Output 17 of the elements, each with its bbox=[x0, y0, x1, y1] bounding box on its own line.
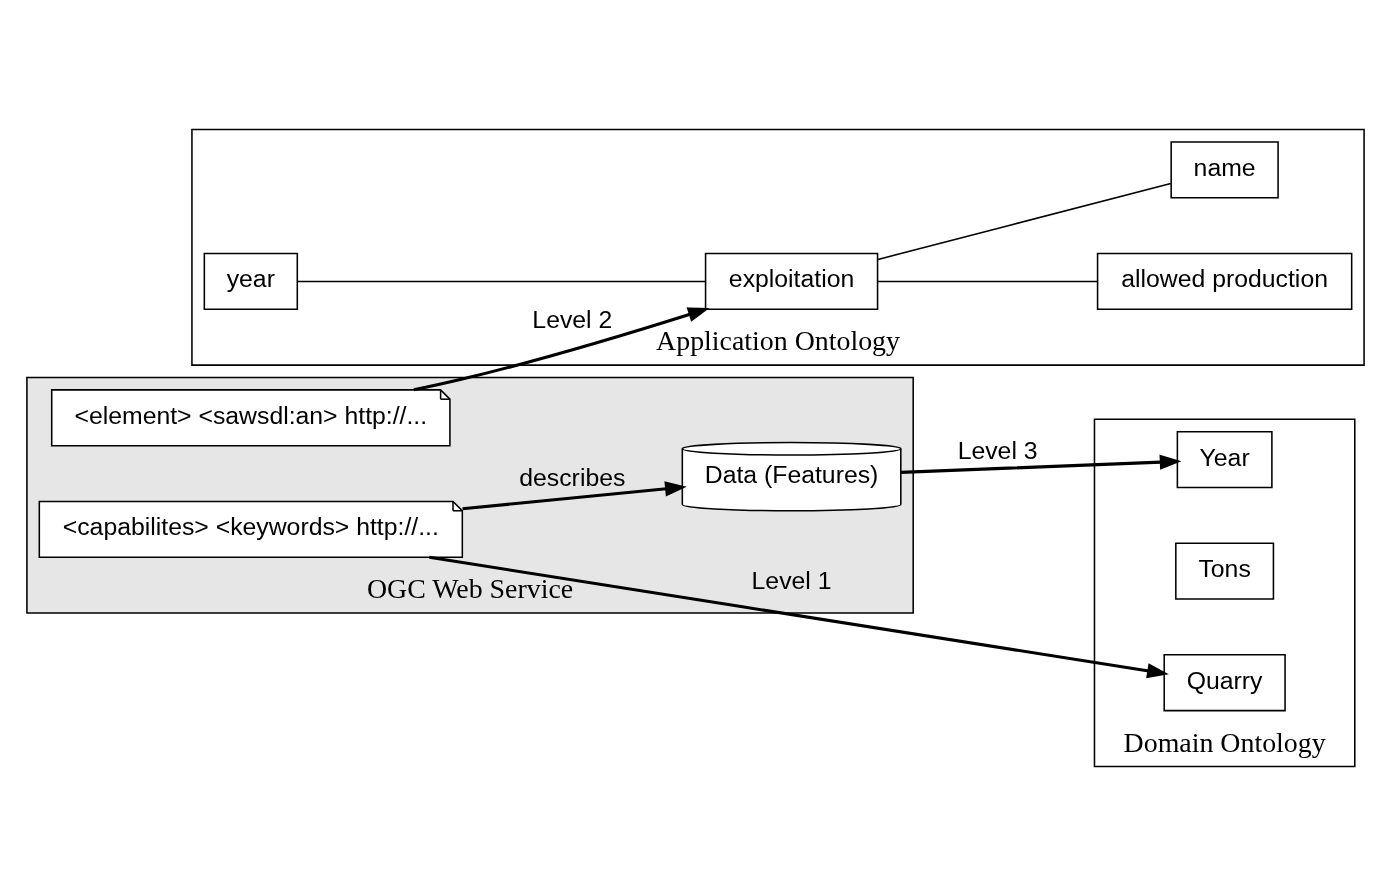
node-box: exploitation bbox=[704, 252, 879, 311]
edge-label: Level 3 bbox=[957, 437, 1038, 465]
node-box: Quarry bbox=[1163, 654, 1286, 712]
edge-label: describes bbox=[519, 463, 626, 491]
node-box: name bbox=[1170, 141, 1279, 199]
edge-label: Level 1 bbox=[751, 567, 832, 595]
connector bbox=[877, 280, 1099, 283]
arrow bbox=[462, 481, 687, 511]
node-box: allowed production bbox=[1096, 252, 1353, 311]
node-box: Year bbox=[1176, 430, 1273, 489]
node-box: Tons bbox=[1175, 542, 1275, 600]
arrow bbox=[901, 454, 1182, 474]
connector bbox=[296, 280, 707, 283]
node-box: year bbox=[203, 252, 299, 311]
arrow bbox=[429, 555, 1169, 679]
connector bbox=[877, 182, 1172, 261]
edge-label: Level 2 bbox=[532, 305, 613, 333]
